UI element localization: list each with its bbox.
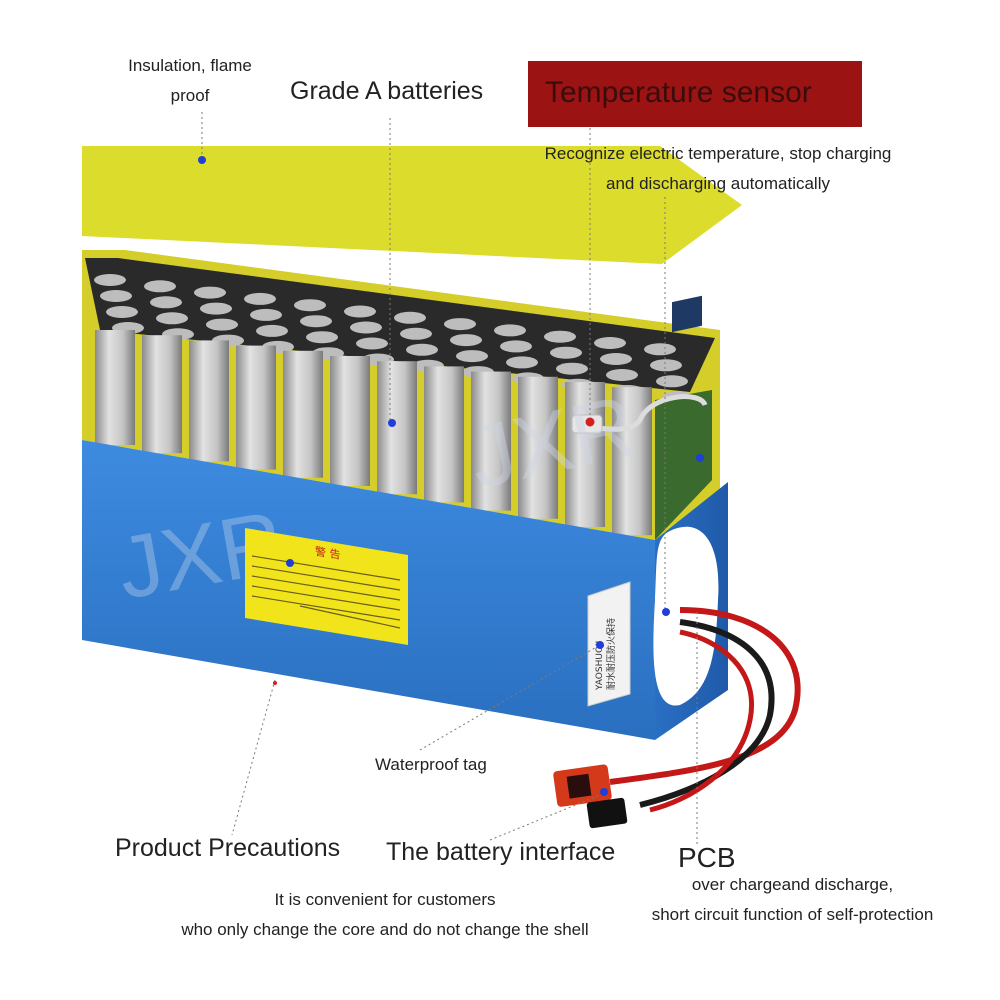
marker-pcb [696, 454, 704, 462]
battery-cell [424, 366, 464, 503]
battery-cell [330, 356, 370, 486]
marker-warning [286, 559, 294, 567]
grade-a-label: Grade A batteries [290, 77, 484, 105]
nickel-strip [94, 274, 126, 286]
temperature-sensor-title: Temperature sensor [545, 76, 812, 109]
marker-precautions [273, 681, 277, 685]
temperature-sensor-banner [528, 61, 862, 127]
temp-desc-line2: and discharging automatically [606, 174, 830, 193]
nickel-strip [356, 337, 388, 350]
temp-desc-line1: Recognize electric temperature, stop cha… [544, 144, 892, 163]
nickel-strip [594, 337, 626, 349]
product-precautions-label: Product Precautions [115, 834, 341, 862]
battery-cell [189, 340, 229, 462]
nickel-strip [150, 296, 182, 309]
nickel-strip [144, 280, 176, 293]
nickel-strip [300, 315, 332, 328]
red-cable-2 [649, 629, 754, 813]
nickel-strip [106, 306, 138, 318]
nickel-strip [406, 343, 438, 356]
jst-connector [586, 797, 628, 829]
pcb-chip [672, 295, 702, 333]
nickel-strip [244, 292, 276, 305]
nickel-strip [500, 340, 532, 353]
nickel-strip [100, 290, 132, 302]
leader-precautions [231, 679, 276, 836]
leader-interface [489, 794, 601, 841]
xt-connector-body [566, 773, 592, 799]
nickel-strips-top [85, 258, 715, 392]
nickel-strip [194, 286, 226, 299]
nickel-strip [394, 311, 426, 324]
warning-label-title: 警 告 [315, 544, 340, 562]
shell-desc-line1: It is convenient for customers [274, 890, 496, 909]
nickel-strip [400, 327, 432, 340]
marker-interface [600, 788, 608, 796]
temperature-description: Recognize electric temperature, stop cha… [520, 139, 916, 199]
battery-cell [95, 330, 135, 445]
leader-lines [201, 112, 698, 845]
marker-temp-sensor [585, 417, 595, 427]
nickel-strip [644, 343, 676, 356]
pcb-desc-line1: over chargeand discharge, [691, 875, 894, 894]
waterproof-tag-text-cn: 耐水耐压防火保持 [605, 618, 617, 690]
pcb-desc-line2: short circuit function of self-protectio… [651, 905, 934, 924]
battery-cell [283, 350, 323, 478]
insulation-label: Insulation, flame proof [110, 51, 270, 111]
nickel-strip [600, 353, 632, 365]
insulation-label-line1: Insulation, flame [128, 56, 252, 75]
battery-cell [565, 382, 605, 527]
waterproof-tag-label: Waterproof tag [375, 755, 487, 774]
marker-cells [388, 419, 396, 427]
nickel-strip [556, 362, 588, 375]
nickel-strip [250, 308, 282, 321]
nickel-strip [550, 346, 582, 359]
nickel-strip [450, 334, 482, 347]
nickel-strip [506, 356, 538, 369]
nickel-strip [650, 359, 682, 372]
nickel-strip [656, 375, 688, 388]
pcb-board [655, 390, 712, 540]
nickel-strip [306, 331, 338, 344]
shell-description: It is convenient for customers who only … [160, 885, 610, 945]
insulation-label-line2: proof [170, 86, 210, 105]
red-cable [609, 607, 801, 785]
warning-label-lines [251, 555, 401, 629]
battery-cell [518, 376, 558, 519]
marker-insulation [198, 156, 206, 164]
warning-label [245, 528, 408, 645]
nickel-strip [606, 369, 638, 381]
battery-interface-label: The battery interface [386, 838, 616, 866]
nickel-strip [544, 330, 576, 343]
pcb-label: PCB [678, 842, 736, 873]
marker-pcb-2 [662, 608, 670, 616]
nickel-strip [344, 305, 376, 318]
nickel-strip [294, 299, 326, 312]
nickel-strip [256, 324, 288, 337]
insulation-sheet [82, 146, 742, 264]
nickel-strip [494, 324, 526, 337]
cable-exit-padding [653, 526, 719, 706]
nickel-strip [156, 312, 188, 325]
nickel-strip [350, 321, 382, 334]
nickel-strip [200, 302, 232, 315]
shell-desc-line2: who only change the core and do not chan… [181, 920, 589, 939]
battery-cell [377, 361, 417, 495]
nickel-strip [444, 318, 476, 331]
waterproof-tag-sticker [587, 581, 631, 707]
nickel-strip [456, 350, 488, 363]
nickel-strip [206, 318, 238, 331]
battery-cell [471, 371, 511, 511]
black-cable [639, 619, 775, 808]
waterproof-tag-text: YAOSHUOJI [595, 641, 605, 691]
battery-cell [236, 345, 276, 470]
battery-cell [142, 335, 182, 454]
marker-waterproof [596, 641, 604, 649]
pcb-description: over chargeand discharge, short circuit … [630, 870, 955, 930]
